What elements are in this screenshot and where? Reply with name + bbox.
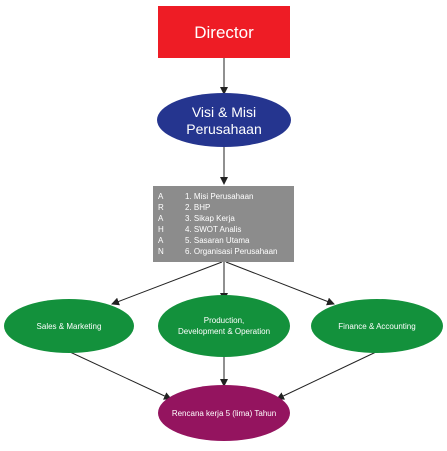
visi-misi-node: Visi & Misi Perusahaan <box>157 93 291 147</box>
arrow-analysis-to-finance <box>225 261 335 306</box>
analysis-item: 6. Organisasi Perusahaan <box>185 247 278 256</box>
production-ellipse <box>158 295 290 357</box>
arahan-letter: A <box>158 214 164 223</box>
production-node: Production, Development & Operation <box>158 295 290 357</box>
analysis-items: 1. Misi Perusahaan 2. BHP 3. Sikap Kerja… <box>185 192 278 256</box>
arahan-letter: R <box>158 203 164 212</box>
analysis-item: 5. Sasaran Utama <box>185 236 250 245</box>
analysis-item: 3. Sikap Kerja <box>185 214 235 223</box>
analysis-node: A R A H A N 1. Misi Perusahaan 2. BHP 3.… <box>153 186 294 262</box>
arahan-letter: A <box>158 236 164 245</box>
arahan-letters: A R A H A N <box>158 192 164 256</box>
sales-marketing-ellipse <box>4 299 134 353</box>
arahan-letter: A <box>158 192 164 201</box>
rencana-ellipse <box>158 385 290 441</box>
analysis-item: 4. SWOT Analis <box>185 225 241 234</box>
director-box <box>158 6 290 58</box>
analysis-item: 1. Misi Perusahaan <box>185 192 253 201</box>
arrow-analysis-to-sales <box>111 261 223 306</box>
rencana-node: Rencana kerja 5 (lima) Tahun <box>158 385 290 441</box>
production-label-line1: Production, <box>204 316 244 325</box>
director-node: Director <box>158 6 290 58</box>
arrow-sales-to-rencana <box>69 351 172 400</box>
visi-misi-line2: Perusahaan <box>186 121 262 137</box>
analysis-box <box>153 186 294 262</box>
finance-accounting-node: Finance & Accounting <box>311 299 443 353</box>
arahan-letter: N <box>158 247 164 256</box>
visi-misi-line1: Visi & Misi <box>192 104 256 120</box>
arrow-finance-to-rencana <box>276 351 377 400</box>
production-label-line2: Development & Operation <box>178 327 270 336</box>
director-label: Director <box>194 23 254 42</box>
sales-marketing-label: Sales & Marketing <box>37 322 102 331</box>
arahan-letter: H <box>158 225 164 234</box>
rencana-label: Rencana kerja 5 (lima) Tahun <box>172 409 276 418</box>
visi-misi-ellipse <box>157 93 291 147</box>
analysis-item: 2. BHP <box>185 203 210 212</box>
connectors <box>69 58 377 400</box>
finance-accounting-ellipse <box>311 299 443 353</box>
finance-accounting-label: Finance & Accounting <box>338 322 415 331</box>
sales-marketing-node: Sales & Marketing <box>4 299 134 353</box>
